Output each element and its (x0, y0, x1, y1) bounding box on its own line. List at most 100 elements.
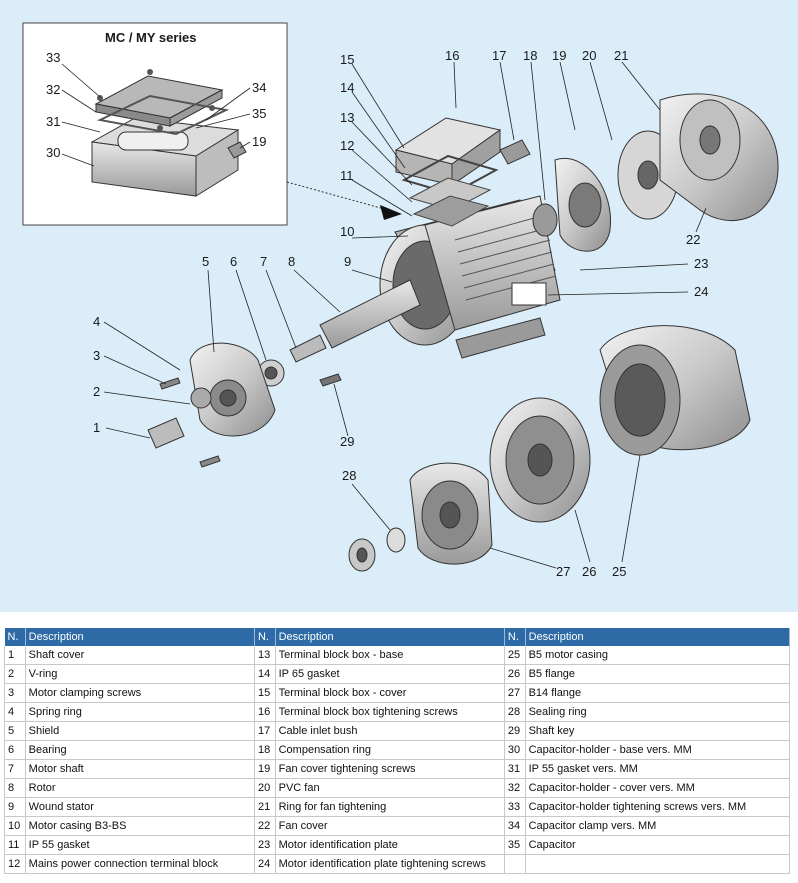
part-description: Terminal block box tightening screws (275, 702, 505, 722)
part-number: 1 (4, 646, 26, 665)
part-description: B5 flange (525, 664, 791, 684)
part-description: Shaft key (525, 721, 791, 741)
callout-19: 19 (552, 48, 566, 63)
callout-26: 26 (582, 564, 596, 579)
part-description: B14 flange (525, 683, 791, 703)
callout-3: 3 (93, 348, 100, 363)
part-number: 35 (504, 835, 526, 855)
part-description: Ring for fan tightening (275, 797, 505, 817)
part-number: 10 (4, 816, 26, 836)
callout-10: 10 (340, 224, 354, 239)
part-description: Rotor (25, 778, 255, 798)
part-description: Spring ring (25, 702, 255, 722)
identification-plate (511, 282, 547, 306)
part-description: Compensation ring (275, 740, 505, 760)
callout-7: 7 (260, 254, 267, 269)
part-description: B5 motor casing (525, 646, 791, 665)
exploded-motor-diagram: MC / MY series 33 32 31 (0, 0, 798, 612)
part-description (525, 854, 791, 874)
part-number: 19 (254, 759, 276, 779)
part-number: 23 (254, 835, 276, 855)
callout-24: 24 (694, 284, 708, 299)
callout-22: 22 (686, 232, 700, 247)
part-description: Capacitor-holder - cover vers. MM (525, 778, 791, 798)
part-description: Capacitor-holder tightening screws vers.… (525, 797, 791, 817)
part-description: Shield (25, 721, 255, 741)
part-number: 27 (504, 683, 526, 703)
part-number: 4 (4, 702, 26, 722)
part-number: 31 (504, 759, 526, 779)
part-number: 17 (254, 721, 276, 741)
part-description: Capacitor (525, 835, 791, 855)
header-n: N. (4, 628, 26, 646)
part-number: 20 (254, 778, 276, 798)
inset-label-32: 32 (46, 82, 60, 97)
callout-23: 23 (694, 256, 708, 271)
part-description: Motor clamping screws (25, 683, 255, 703)
inset-label-19: 19 (252, 134, 266, 149)
header-n: N. (254, 628, 276, 646)
part-number: 32 (504, 778, 526, 798)
callout-leaders (103, 61, 707, 569)
callout-20: 20 (582, 48, 596, 63)
part-description: IP 55 gasket (25, 835, 255, 855)
callout-18: 18 (523, 48, 537, 63)
part-number: 8 (4, 778, 26, 798)
part-description: Terminal block box - base (275, 646, 505, 665)
inset-leaders (61, 63, 251, 167)
part-number: 14 (254, 664, 276, 684)
header-description: Description (25, 628, 255, 646)
part-description: V-ring (25, 664, 255, 684)
part-number: 25 (504, 646, 526, 665)
flange-variants-illustration (348, 325, 751, 572)
part-description: PVC fan (275, 778, 505, 798)
part-description: Terminal block box - cover (275, 683, 505, 703)
part-description: Motor identification plate (275, 835, 505, 855)
callout-27: 27 (556, 564, 570, 579)
part-number: 21 (254, 797, 276, 817)
callout-12: 12 (340, 138, 354, 153)
part-description: Wound stator (25, 797, 255, 817)
main-motor-illustration (147, 93, 779, 468)
inset-label-31: 31 (46, 114, 60, 129)
part-number: 16 (254, 702, 276, 722)
part-description: Motor identification plate tightening sc… (275, 854, 505, 874)
part-number: 33 (504, 797, 526, 817)
callout-2: 2 (93, 384, 100, 399)
part-description: Cable inlet bush (275, 721, 505, 741)
part-number: 7 (4, 759, 26, 779)
part-description: IP 65 gasket (275, 664, 505, 684)
inset-label-33: 33 (46, 50, 60, 65)
part-description: Capacitor clamp vers. MM (525, 816, 791, 836)
callout-14: 14 (340, 80, 354, 95)
callout-25: 25 (612, 564, 626, 579)
part-number: 11 (4, 835, 26, 855)
part-description: Shaft cover (25, 646, 255, 665)
part-number: 26 (504, 664, 526, 684)
callout-28: 28 (342, 468, 356, 483)
capacitor-holder-illustration (90, 69, 247, 197)
part-number: 29 (504, 721, 526, 741)
inset-label-35: 35 (252, 106, 266, 121)
part-number: 12 (4, 854, 26, 874)
part-number: 2 (4, 664, 26, 684)
part-description: Motor casing B3-BS (25, 816, 255, 836)
inset-label-30: 30 (46, 145, 60, 160)
part-number: 34 (504, 816, 526, 836)
callout-8: 8 (288, 254, 295, 269)
part-number: 3 (4, 683, 26, 703)
part-number: 9 (4, 797, 26, 817)
part-description: Bearing (25, 740, 255, 760)
callout-11: 11 (340, 168, 354, 183)
part-description: Fan cover (275, 816, 505, 836)
part-number: 28 (504, 702, 526, 722)
callout-1: 1 (93, 420, 100, 435)
callout-17: 17 (492, 48, 506, 63)
header-description: Description (525, 628, 791, 646)
